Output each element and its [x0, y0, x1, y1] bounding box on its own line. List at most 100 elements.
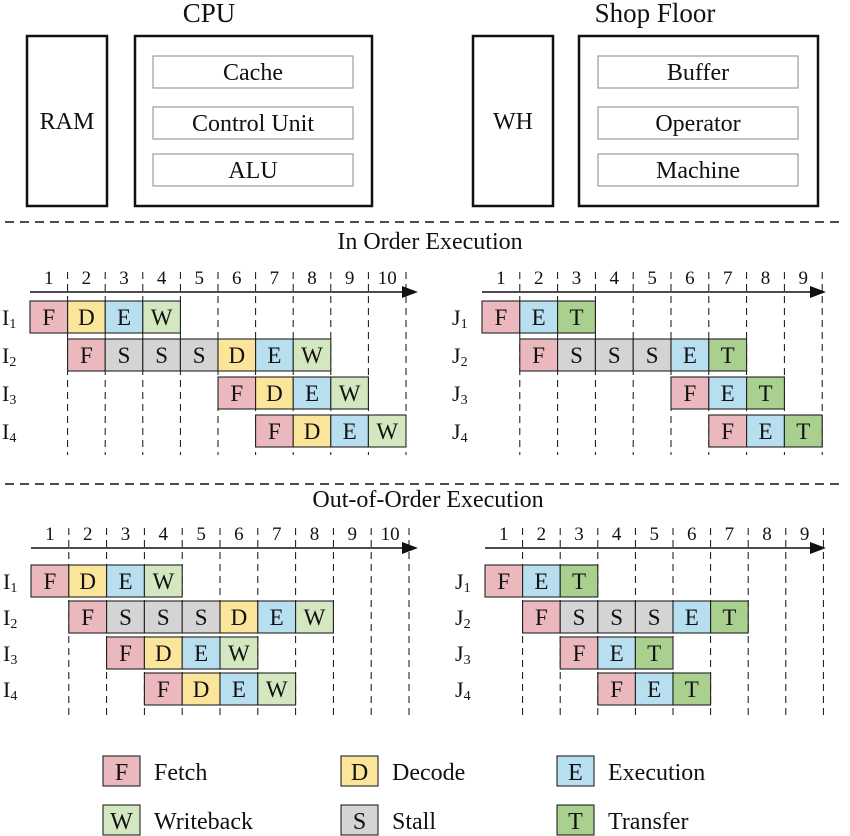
- pipeline-cell: [708, 338, 748, 372]
- pipeline-cell-label: S: [570, 343, 583, 368]
- job-letter: J: [455, 677, 464, 702]
- pipeline-cell-label: E: [270, 605, 284, 630]
- job-subscript: 1: [464, 581, 471, 596]
- legend-label: Fetch: [154, 760, 207, 786]
- pipeline-cell-label: T: [722, 605, 736, 630]
- pipeline-cell-label: S: [573, 605, 586, 630]
- legend-code: T: [568, 809, 583, 835]
- job-letter: I: [3, 605, 10, 630]
- pipeline-cell-label: T: [721, 343, 735, 368]
- job-label: I4: [3, 677, 17, 704]
- pipeline-cell-label: S: [646, 343, 659, 368]
- pipeline-cell: [29, 300, 69, 334]
- pipeline-cell: [104, 338, 144, 372]
- pipeline-cell-label: S: [157, 605, 170, 630]
- time-tick-label: 9: [345, 268, 355, 289]
- pipeline-cell-label: W: [228, 641, 250, 666]
- operator-label: Operator: [655, 111, 740, 137]
- time-tick-label: 3: [119, 268, 129, 289]
- legend-swatch: [102, 804, 141, 836]
- job-letter: J: [452, 381, 461, 406]
- legend-code: D: [351, 760, 368, 786]
- pipeline-cell-label: W: [266, 677, 288, 702]
- pipeline-cell-label: E: [721, 381, 735, 406]
- alu-label: ALU: [228, 158, 277, 184]
- pipeline-cell: [217, 338, 257, 372]
- time-axis-arrowhead: [402, 542, 418, 554]
- pipeline-cell: [181, 600, 221, 634]
- job-letter: I: [2, 305, 9, 330]
- pipeline-cell-label: D: [304, 419, 321, 444]
- legend-label: Stall: [392, 809, 436, 835]
- pipeline-cell: [292, 376, 332, 410]
- pipeline-cell: [143, 672, 183, 706]
- job-letter: J: [455, 641, 464, 666]
- pipeline-cell-label: E: [305, 381, 319, 406]
- legend-swatch: [102, 755, 141, 787]
- section-title-in-order: In Order Execution: [337, 229, 522, 255]
- job-label: J4: [455, 677, 471, 704]
- job-label: J4: [452, 419, 468, 446]
- time-tick-label: 3: [572, 268, 582, 289]
- pipeline-cell-label: S: [610, 605, 623, 630]
- pipeline-cell: [30, 564, 70, 598]
- job-subscript: 4: [461, 431, 468, 446]
- job-subscript: 3: [10, 653, 17, 668]
- pipeline-cell: [367, 414, 407, 448]
- time-tick-label: 2: [534, 268, 544, 289]
- job-letter: J: [455, 605, 464, 630]
- time-tick-label: 2: [537, 524, 547, 545]
- pipeline-cell: [179, 338, 219, 372]
- pipeline-cell: [559, 564, 599, 598]
- pipeline-cell-label: W: [151, 305, 173, 330]
- time-tick-label: 1: [496, 268, 506, 289]
- job-label: I3: [2, 381, 16, 408]
- pipeline-cell-label: E: [118, 569, 132, 594]
- pipeline-cell: [106, 564, 145, 598]
- pipeline-cell-label: F: [721, 419, 734, 444]
- job-subscript: 2: [461, 355, 468, 370]
- pipeline-cell-label: F: [42, 305, 55, 330]
- buffer-label: Buffer: [667, 60, 729, 86]
- job-letter: I: [2, 343, 9, 368]
- pipeline-cell: [292, 338, 332, 372]
- pipeline-cell-label: F: [230, 381, 243, 406]
- time-tick-label: 5: [649, 524, 659, 545]
- pipeline-cell: [142, 300, 181, 334]
- time-tick-label: 4: [159, 524, 169, 545]
- pipeline-cell-label: F: [81, 605, 94, 630]
- pipeline-cell-label: D: [231, 605, 248, 630]
- pipeline-cell-label: F: [684, 381, 697, 406]
- pipeline-cell-label: D: [193, 677, 210, 702]
- pipeline-cell: [295, 600, 334, 634]
- pipeline-cell-label: S: [118, 343, 131, 368]
- alu-box: [152, 153, 354, 187]
- shop-floor-box: [577, 34, 820, 208]
- pipeline-cell-label: T: [685, 677, 699, 702]
- job-subscript: 1: [461, 317, 468, 332]
- control-unit-label: Control Unit: [192, 111, 314, 137]
- legend-code: E: [568, 760, 583, 786]
- pipeline-cell-label: F: [532, 343, 545, 368]
- pipeline-cell: [597, 672, 636, 706]
- pipeline-cell-label: T: [758, 381, 772, 406]
- pipeline-cell: [143, 564, 183, 598]
- pipeline-cell: [672, 672, 712, 706]
- pipeline-cell: [634, 672, 674, 706]
- time-axis-arrowhead: [810, 542, 826, 554]
- pipeline-cell-label: W: [304, 605, 326, 630]
- pipeline-cell: [255, 338, 294, 372]
- time-tick-label: 10: [381, 524, 400, 545]
- pipeline-cell-label: F: [573, 641, 586, 666]
- time-axis-arrowhead: [402, 286, 418, 298]
- job-label: I4: [2, 419, 16, 446]
- time-tick-label: 6: [232, 268, 242, 289]
- job-subscript: 2: [9, 355, 16, 370]
- pipeline-cell: [597, 600, 636, 634]
- job-subscript: 4: [9, 431, 16, 446]
- pipeline-cell-label: E: [343, 419, 357, 444]
- time-tick-label: 8: [761, 268, 771, 289]
- time-tick-label: 5: [196, 524, 206, 545]
- time-tick-label: 7: [725, 524, 735, 545]
